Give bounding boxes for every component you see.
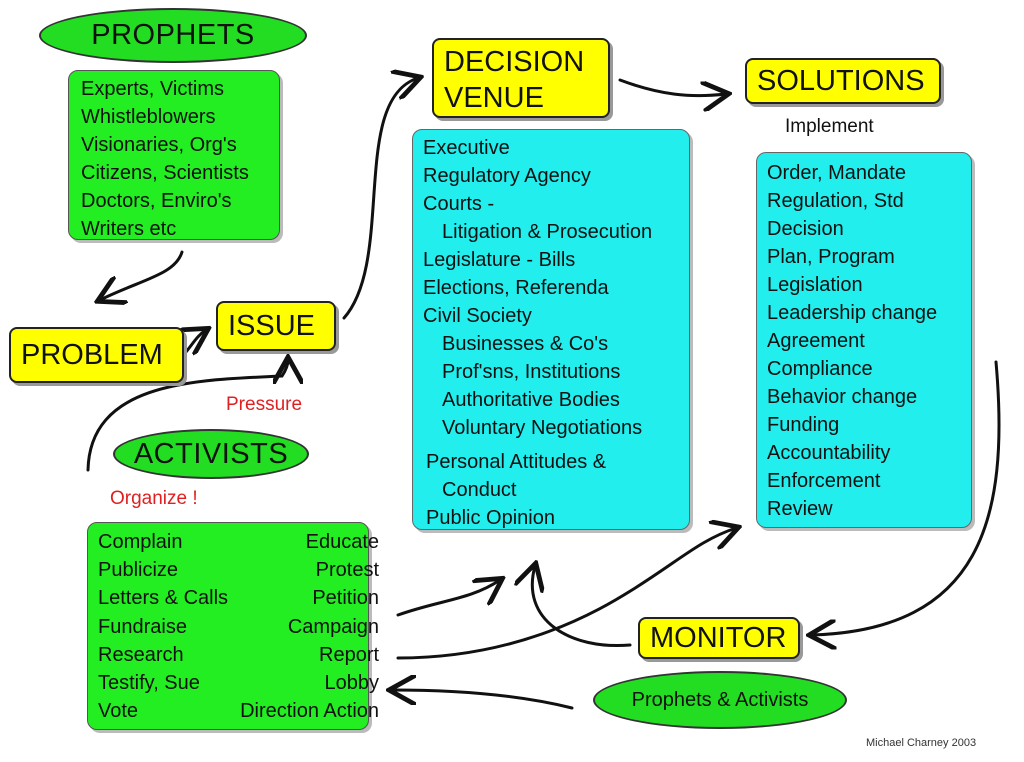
action-right: Direction Action [240,700,380,723]
arrow-solutions-to-monitor [812,360,1001,635]
prophets-title: PROPHETS [91,19,255,51]
venue-item: Public Opinion [426,507,555,529]
solution-item: Behavior change [767,386,918,408]
venue-item: Regulatory Agency [423,165,591,187]
solution-item: Review [767,498,833,520]
monitor-box: MONITOR [638,617,800,659]
prophets-item: Visionaries, Org's [81,134,237,156]
monitor-title: MONITOR [650,622,787,654]
problem-box: PROBLEM [9,327,184,383]
solutions-title: SOLUTIONS [757,65,925,97]
action-right: Lobby [324,672,380,695]
problem-label: PROBLEM [21,339,163,371]
solution-item: Legislation [767,274,863,296]
venue-item: Courts - [423,193,495,215]
prophets-item: Citizens, Scientists [81,162,249,184]
action-left: Publicize [98,559,179,582]
solution-item: Enforcement [767,470,881,492]
action-left: Research [98,643,184,666]
arrow-prophets-to-activists [392,690,574,710]
arrow-activists-to-solutions [396,528,736,660]
action-right: Report [319,643,380,666]
action-right: Petition [312,587,380,610]
solution-item: Plan, Program [767,246,895,268]
solution-item: Accountability [767,442,891,464]
arrow-venue-to-solutions [618,78,726,96]
prophets-item: Doctors, Enviro's [81,190,232,212]
venue-item: Prof'sns, Institutions [442,361,621,383]
decision-venue-box: DECISION VENUE [432,38,610,118]
organize-label: Organize ! [110,488,198,509]
arrow-activists-to-venue-1 [396,580,500,617]
activists-actions: Complain Educate Publicize Protest Lette… [98,528,379,725]
solutions-list: Order, Mandate Regulation, Std Decision … [756,152,972,528]
prophets-item: Whistleblowers [81,106,216,128]
venue-item: Litigation & Prosecution [442,221,653,243]
action-right: Campaign [287,615,380,638]
monitor-subtitle: Prophets & Activists [631,688,809,711]
venue-item: Civil Society [423,305,532,327]
venue-item: Personal Attitudes & [426,451,607,473]
arrow-prophets-to-problem [100,250,184,300]
venue-item: Executive [423,137,510,159]
action-left: Fundraise [98,615,187,638]
action-left: Letters & Calls [98,587,229,610]
decision-venue-title-1: DECISION [444,46,585,78]
venue-item: Legislature - Bills [423,249,576,271]
prophets-ellipse: PROPHETS [39,8,307,63]
prophets-box: Experts, Victims Whistleblowers Visionar… [68,70,280,240]
solution-item: Leadership change [767,302,938,324]
arrow-problem-to-issue [186,330,206,352]
solutions-box: SOLUTIONS [745,58,941,104]
venue-item: Businesses & Co's [442,333,609,355]
solution-item: Regulation, Std [767,190,904,212]
solution-item: Agreement [767,330,865,352]
prophets-item: Writers etc [81,218,177,240]
credit-text: Michael Charney 2003 [866,737,977,749]
solution-item: Order, Mandate [767,162,906,184]
monitor-ellipse: Prophets & Activists [593,671,847,729]
activists-title: ACTIVISTS [133,437,289,470]
venue-item: Elections, Referenda [423,277,609,299]
venue-item: Conduct [442,479,517,501]
pressure-label: Pressure [226,394,303,415]
arrow-monitor-to-venue [532,566,632,648]
activists-box: Complain Educate Publicize Protest Lette… [87,522,379,730]
action-left: Complain [98,531,183,553]
venue-item: Authoritative Bodies [442,389,620,411]
activists-ellipse: ACTIVISTS [113,429,309,479]
solution-item: Decision [767,218,844,240]
issue-label: ISSUE [228,310,316,342]
action-left: Testify, Sue [98,672,200,695]
arrow-issue-to-venue [342,78,418,320]
prophets-item: Experts, Victims [81,78,224,100]
implement-label: Implement [785,116,874,137]
action-left: Vote [98,700,139,723]
venue-item: Voluntary Negotiations [442,417,643,439]
decision-venue-title-2: VENUE [444,82,544,114]
solution-item: Funding [767,414,840,436]
action-right: Protest [315,559,380,582]
solution-item: Compliance [767,358,873,380]
arrow-activists-to-issue [86,360,288,472]
issue-box: ISSUE [216,301,336,351]
action-right: Educate [305,531,380,553]
